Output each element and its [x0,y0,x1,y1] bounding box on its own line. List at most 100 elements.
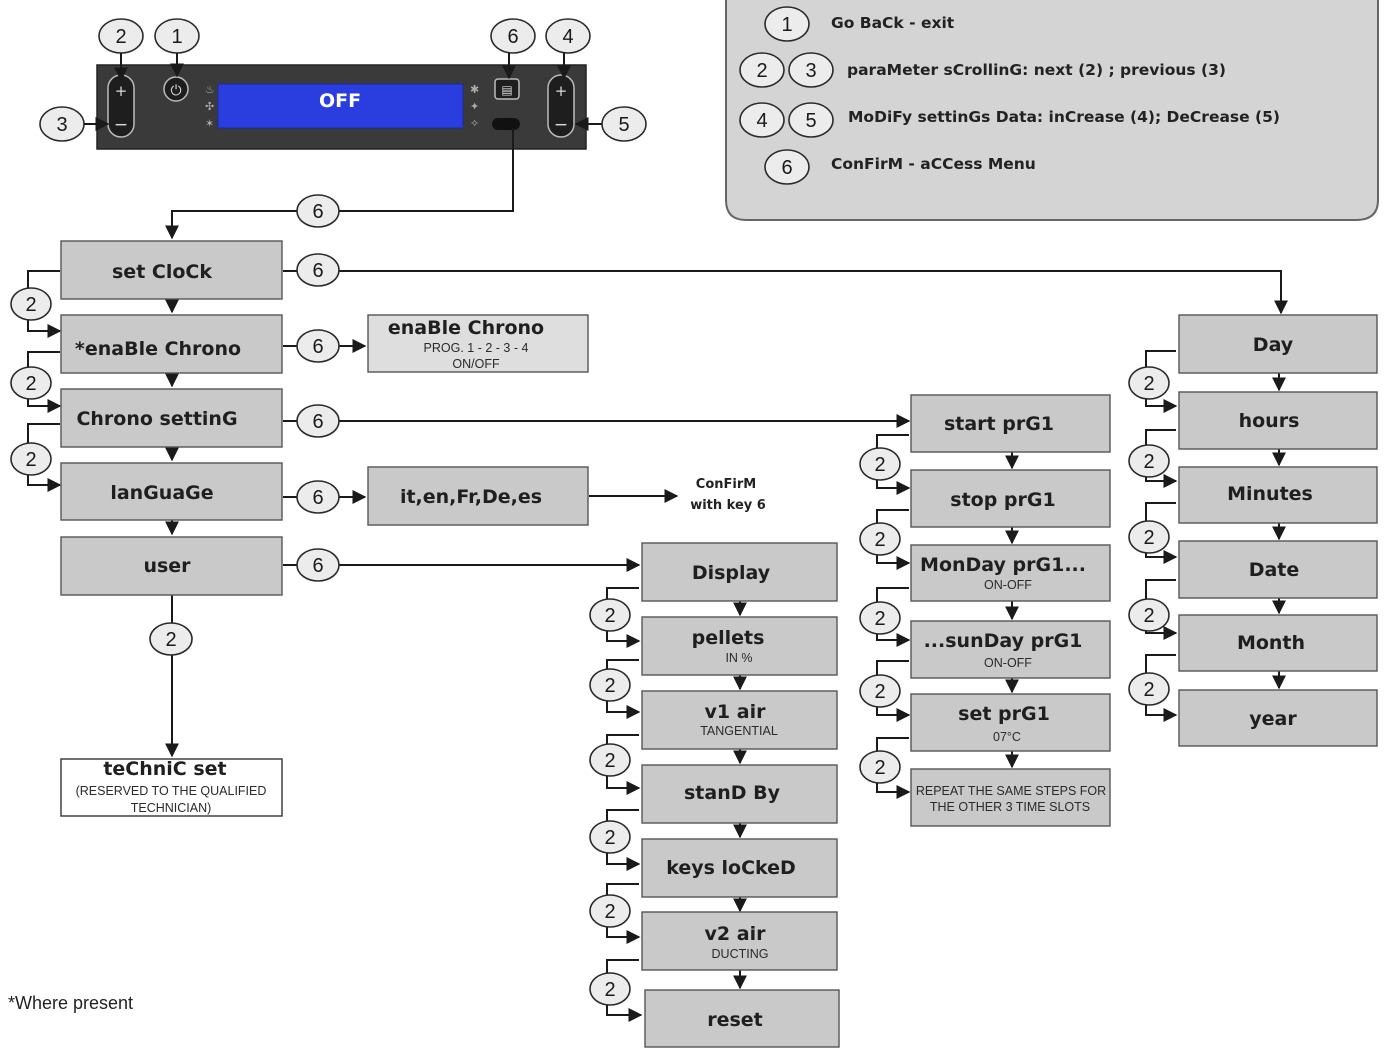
fan-icon: ✣ [205,100,214,113]
key-1-label: 1 [781,14,792,36]
svg-text:2: 2 [1143,679,1154,701]
svg-text:07°C: 07°C [993,730,1021,744]
key-2-icon [589,668,631,702]
language-options[interactable]: it,en,Fr,De,es [367,466,589,526]
svg-text:1: 1 [171,26,182,48]
svg-text:stanD By: stanD By [684,782,781,804]
menu-item-set-clock[interactable]: set CloCk [60,240,283,300]
svg-text:(RESERVED TO THE QUALIFIED: (RESERVED TO THE QUALIFIED [76,784,267,798]
svg-text:2: 2 [604,901,615,923]
svg-text:...sunDay prG1: ...sunDay prG1 [924,630,1083,652]
key-2-icon [1128,672,1170,706]
menu-item-enable-chrono[interactable]: *enaBle Chrono [60,314,283,374]
user-item-pellets[interactable]: pellets IN % [641,616,838,676]
svg-text:2: 2 [604,827,615,849]
svg-text:Day: Day [1253,334,1294,356]
key-2-icon [1128,366,1170,400]
minus-icon: − [554,115,568,135]
svg-text:6: 6 [312,555,323,577]
user-item-v1-air[interactable]: v1 air TANGENTIAL [641,690,838,750]
key-6-icon [296,404,340,438]
user-item-keys-locked[interactable]: keys loCkeD [641,838,838,898]
svg-text:TANGENTIAL: TANGENTIAL [700,724,778,738]
svg-text:DUCTING: DUCTING [712,947,769,961]
clock-item-minutes[interactable]: Minutes [1178,466,1378,524]
svg-text:MonDay prG1...: MonDay prG1... [920,554,1086,576]
svg-text:4: 4 [756,110,767,132]
svg-text:v1 air: v1 air [705,701,767,723]
user-item-display[interactable]: Display [641,542,838,602]
svg-text:6: 6 [312,411,323,433]
clock-item-month[interactable]: Month [1178,614,1378,672]
svg-text:Date: Date [1249,559,1300,581]
key-2-icon [589,820,631,854]
svg-text:keys loCkeD: keys loCkeD [666,857,796,879]
chrono-item-monday[interactable]: MonDay prG1... ON-OFF [910,544,1111,602]
clock-item-day[interactable]: Day [1178,314,1378,374]
key-6-icon [764,149,810,185]
svg-text:3: 3 [805,60,816,82]
svg-text:5: 5 [805,110,816,132]
chrono-repeat-note: REPEAT THE SAME STEPS FOR THE OTHER 3 TI… [910,768,1111,827]
clock-item-date[interactable]: Date [1178,540,1378,599]
key-2-icon [859,674,901,708]
svg-text:Display: Display [692,562,771,584]
svg-text:IN %: IN % [725,651,752,665]
svg-text:5: 5 [618,114,629,136]
key-6-icon [296,480,340,514]
callout-4 [545,18,591,54]
svg-text:year: year [1249,708,1297,730]
svg-text:2: 2 [165,629,176,651]
chrono-item-sunday[interactable]: ...sunDay prG1 ON-OFF [910,620,1111,679]
key-2-icon [739,52,785,88]
svg-text:teChniC set: teChniC set [103,758,226,780]
user-item-reset[interactable]: reset [644,989,840,1048]
svg-text:user: user [143,555,191,577]
key-5-icon [788,102,834,138]
svg-text:4: 4 [562,26,573,48]
chrono-item-stop[interactable]: stop prG1 [910,469,1111,528]
key-2-icon [589,743,631,777]
key-6-icon [296,329,340,363]
chrono-item-set[interactable]: set prG1 07°C [910,693,1111,752]
svg-text:REPEAT THE SAME STEPS FOR: REPEAT THE SAME STEPS FOR [916,784,1106,798]
key-2-icon [10,442,52,476]
scroll-key-markers: 2 2 2 2 2 2 2 2 2 2 2 2 2 2 2 2 2 [10,287,1170,1006]
svg-text:lanGuaGe: lanGuaGe [110,482,213,504]
svg-text:set prG1: set prG1 [958,703,1050,725]
key-2-icon [589,972,631,1006]
svg-text:2: 2 [25,373,36,395]
main-menu: set CloCk *enaBle Chrono Chrono settinG … [60,240,283,596]
svg-text:2: 2 [874,757,885,779]
callout-6 [490,18,536,54]
svg-text:stop prG1: stop prG1 [950,489,1055,511]
user-item-v2-air[interactable]: v2 air DUCTING [641,911,838,971]
svg-text:2: 2 [1143,527,1154,549]
menu-item-chrono-setting[interactable]: Chrono settinG [60,388,283,448]
clock-item-hours[interactable]: hours [1178,391,1378,450]
svg-text:THE OTHER 3 TIME SLOTS: THE OTHER 3 TIME SLOTS [930,800,1090,814]
flame-icon: ♨ [205,83,215,96]
legend-text-confirm: ConFirM - aCCess Menu [831,155,1036,173]
svg-text:6: 6 [507,26,518,48]
svg-text:6: 6 [312,336,323,358]
enable-chrono-detail: enaBle Chrono PROG. 1 - 2 - 3 - 4 ON/OFF [367,314,589,373]
user-item-stand-by[interactable]: stanD By [641,764,838,824]
key-2-icon [1128,598,1170,632]
svg-text:2: 2 [604,979,615,1001]
svg-text:2: 2 [1143,373,1154,395]
confirm-note-line1: ConFirM [696,477,756,492]
menu-indicator [492,118,520,130]
svg-text:2: 2 [604,605,615,627]
svg-text:v2 air: v2 air [705,923,767,945]
menu-item-language[interactable]: lanGuaGe [60,462,283,521]
key-2-icon [859,447,901,481]
menu-item-user[interactable]: user [60,536,283,596]
key-2-icon [589,894,631,928]
svg-text:2: 2 [874,529,885,551]
svg-text:PROG. 1 - 2 - 3 - 4: PROG. 1 - 2 - 3 - 4 [424,341,529,355]
confirm-note-line2: with key 6 [690,498,766,513]
clock-item-year[interactable]: year [1178,689,1378,747]
chrono-item-start[interactable]: start prG1 [910,394,1111,453]
